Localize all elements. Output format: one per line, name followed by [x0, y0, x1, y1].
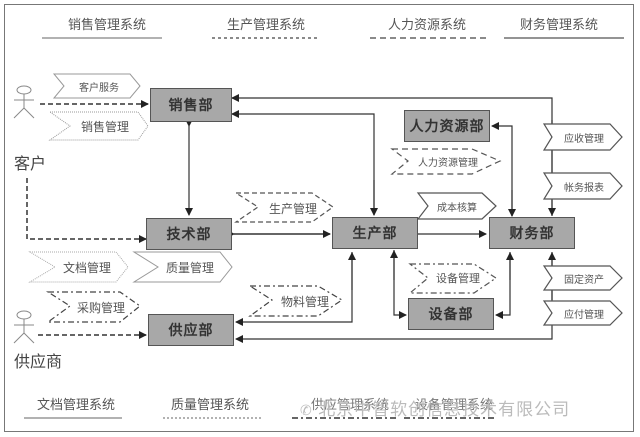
customer-actor-icon	[13, 85, 35, 119]
process-shape-quality-mgmt	[132, 251, 233, 283]
process-shape-doc-mgmt	[28, 251, 129, 283]
process-label-cost-accounting: 成本核算	[437, 202, 477, 214]
watermark: ✆ 北京中智软创信息技术有限公司	[300, 395, 570, 420]
legend-label-supply-system: 供应管理系统	[310, 398, 389, 413]
legend-label-quality-system: 质量管理系统	[170, 398, 249, 413]
process-shape-cost-accounting	[416, 192, 497, 220]
process-label-material-mgmt: 物料管理	[280, 294, 329, 309]
process-shape-hr-mgmt	[390, 148, 502, 175]
process-label-hr-mgmt: 人力资源管理	[418, 157, 478, 169]
process-label-customer-service: 客户服务	[79, 82, 119, 94]
dept-production[interactable]: 生产部	[332, 217, 418, 249]
legend-label-sales-system: 销售管理系统	[67, 18, 146, 33]
dept-equipment[interactable]: 设备部	[408, 298, 494, 330]
dept-sales[interactable]: 销售部	[150, 88, 232, 122]
process-label-receivables: 应收管理	[564, 133, 604, 145]
customer-label: 客户	[14, 154, 47, 173]
process-label-fixed-assets: 固定资产	[564, 274, 604, 286]
process-label-doc-mgmt: 文档管理	[62, 260, 111, 275]
process-label-payables: 应付管理	[564, 309, 604, 321]
watermark-text: 北京中智软创信息技术有限公司	[318, 400, 571, 420]
process-shape-sales-mgmt	[48, 111, 149, 141]
process-label-purchase-mgmt: 采购管理	[76, 300, 125, 315]
process-shape-material-mgmt	[247, 285, 344, 317]
process-shape-purchase-mgmt	[45, 291, 142, 323]
process-shape-receivables	[542, 123, 623, 151]
process-label-equipment-mgmt: 设备管理	[436, 272, 480, 285]
process-label-production-mgmt: 生产管理	[268, 201, 317, 216]
legend-label-hr-system: 人力资源系统	[387, 18, 466, 33]
process-shape-production-mgmt	[233, 192, 335, 223]
supplier-label: 供应商	[14, 352, 63, 371]
connector-customer-tech	[26, 178, 147, 243]
connector-finance-hr	[491, 122, 513, 216]
process-shape-equipment-mgmt	[408, 263, 498, 294]
process-shape-account-reports	[542, 172, 623, 200]
supplier-actor-icon	[13, 310, 35, 344]
process-shape-customer-service	[52, 73, 141, 99]
wechat-icon: ✆	[300, 403, 319, 419]
dept-supply[interactable]: 供应部	[148, 314, 234, 346]
connector-finance-equipment	[495, 252, 511, 319]
process-label-quality-mgmt: 质量管理	[165, 260, 214, 275]
dept-hr[interactable]: 人力资源部	[404, 110, 490, 142]
process-shape-payables	[542, 300, 623, 326]
dept-finance[interactable]: 财务部	[489, 217, 575, 249]
process-label-sales-mgmt: 销售管理	[80, 119, 129, 134]
legend-label-doc-system: 文档管理系统	[36, 398, 115, 413]
legend-label-production-system: 生产管理系统	[226, 18, 305, 33]
process-label-account-reports: 帐务报表	[564, 182, 604, 194]
legend-label-equipment-system: 设备管理系统	[414, 398, 493, 413]
connector-production-equipment	[393, 250, 407, 319]
process-shape-fixed-assets	[542, 265, 623, 291]
dept-tech[interactable]: 技术部	[146, 218, 232, 250]
legend-label-finance-system: 财务管理系统	[519, 18, 598, 33]
